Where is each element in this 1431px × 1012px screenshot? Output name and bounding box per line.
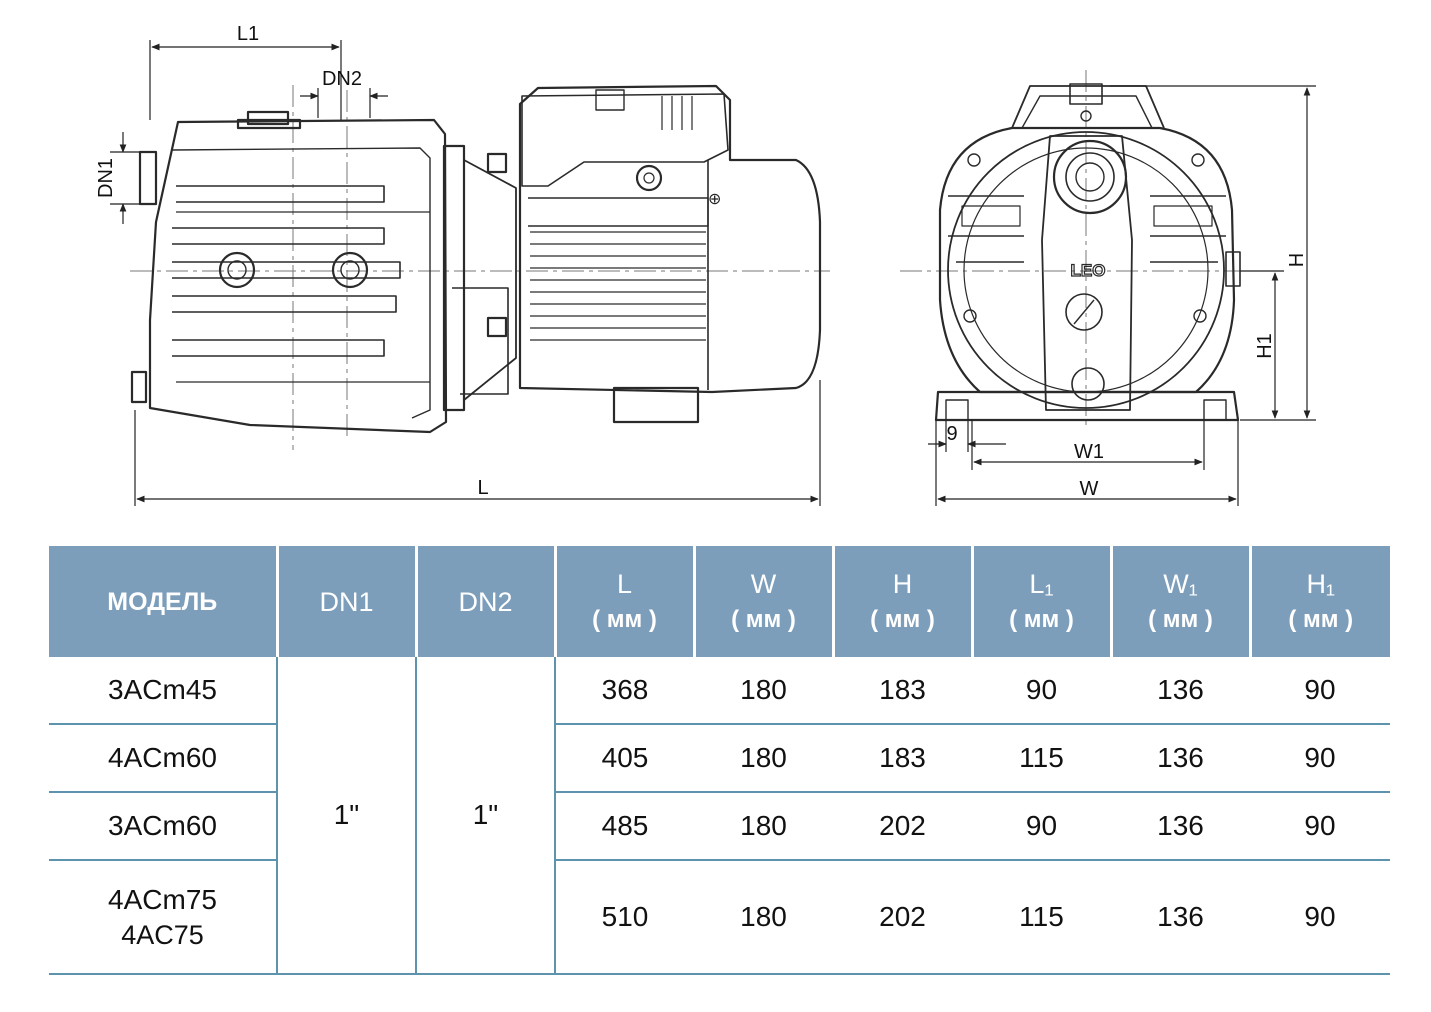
header-w: W( мм ) (692, 546, 833, 657)
pump-drawing: ⊕ L1 DN2 DN1 L (95, 23, 1316, 506)
cell-w1: 136 (1111, 657, 1250, 725)
dimension-label-dn1: DN1 (95, 158, 117, 198)
header-h1: H₁( мм ) (1248, 546, 1390, 657)
dimension-label-l1: L1 (237, 23, 259, 45)
cell-l: 368 (554, 657, 694, 725)
pump-front-view (900, 70, 1260, 430)
cell-l: 510 (554, 860, 694, 975)
cell-l1: 115 (972, 724, 1111, 793)
dimension-label-l: L (477, 477, 488, 499)
front-dimensions (928, 85, 1316, 506)
cell-dn1: 1" (276, 657, 417, 975)
header-dn2: DN2 (414, 546, 555, 657)
table-header-row: МОДЕЛЬ DN1 DN2 L( мм ) W( мм ) H( мм ) L… (49, 546, 1390, 657)
cell-model: 3ACm45 (49, 657, 277, 725)
cell-w1: 136 (1111, 860, 1250, 975)
cell-dn2: 1" (415, 657, 556, 975)
cell-w: 180 (694, 860, 833, 975)
dimension-label-dn2: DN2 (322, 68, 362, 90)
header-l1: L₁( мм ) (970, 546, 1111, 657)
cell-w: 180 (694, 657, 833, 725)
cell-h1: 90 (1250, 792, 1390, 861)
dimension-label-w1: W1 (1074, 441, 1104, 463)
cell-w: 180 (694, 792, 833, 861)
side-dimensions (110, 40, 821, 506)
header-w1: W₁( мм ) (1109, 546, 1250, 657)
cell-model: 4ACm75 4AC75 (49, 860, 277, 975)
cell-l: 485 (554, 792, 694, 861)
cell-model: 3ACm60 (49, 792, 277, 861)
header-dn1: DN1 (275, 546, 416, 657)
cell-l1: 90 (972, 657, 1111, 725)
cell-l: 405 (554, 724, 694, 793)
model-name: 4ACm75 (108, 883, 217, 915)
cell-h1: 90 (1250, 724, 1390, 793)
cell-model: 4ACm60 (49, 724, 277, 793)
table-row: 3ACm45 1" 1" 368 180 183 90 136 90 (49, 657, 1390, 975)
cell-h: 202 (833, 792, 972, 861)
cell-h: 183 (833, 724, 972, 793)
cell-w: 180 (694, 724, 833, 793)
header-model: МОДЕЛЬ (49, 546, 277, 657)
pump-side-view: ⊕ (130, 84, 830, 450)
cell-h: 183 (833, 657, 972, 725)
dimension-label-w: W (1080, 478, 1099, 500)
header-l: L( мм ) (553, 546, 694, 657)
svg-text:⊕: ⊕ (708, 191, 721, 208)
dimension-label-h1: H1 (1254, 333, 1276, 359)
dimension-label-h: H (1286, 253, 1308, 267)
cell-h1: 90 (1250, 657, 1390, 725)
cell-h1: 90 (1250, 860, 1390, 975)
table-row: 4ACm60 405 180 183 115 136 90 (49, 724, 1390, 793)
cell-w1: 136 (1111, 724, 1250, 793)
table-row: 4ACm75 4AC75 510 180 202 115 136 90 (49, 860, 1390, 975)
cell-w1: 136 (1111, 792, 1250, 861)
model-alt-name: 4AC75 (121, 919, 204, 950)
cell-l1: 115 (972, 860, 1111, 975)
brand-logo: LEO (1071, 261, 1106, 280)
header-h: H( мм ) (831, 546, 972, 657)
cell-l1: 90 (972, 792, 1111, 861)
spec-table: МОДЕЛЬ DN1 DN2 L( мм ) W( мм ) H( мм ) L… (49, 546, 1390, 975)
table-row: 3ACm60 485 180 202 90 136 90 (49, 792, 1390, 861)
dimension-label-nine: 9 (946, 423, 957, 445)
cell-h: 202 (833, 860, 972, 975)
